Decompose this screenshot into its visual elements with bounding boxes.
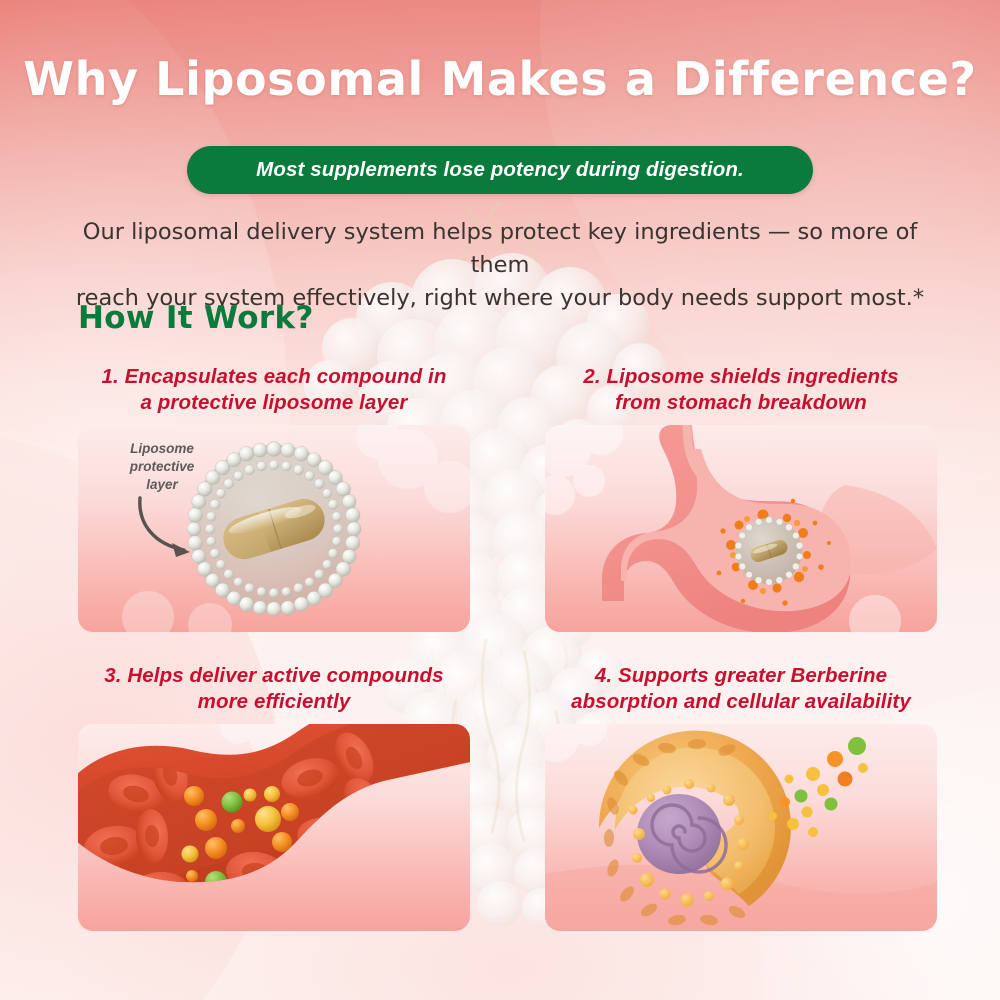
annotation-line-3: layer bbox=[146, 477, 178, 492]
status-banner: Most supplements lose potency during dig… bbox=[187, 146, 813, 194]
step-2-heading: 2. Liposome shields ingredients from sto… bbox=[545, 364, 937, 416]
liposome-capsule-icon bbox=[122, 425, 470, 632]
step-2-line-2: from stomach breakdown bbox=[615, 391, 867, 414]
liposome-annotation: Liposome protective layer bbox=[110, 440, 214, 494]
intro-line-2: reach your system effectively, right whe… bbox=[75, 285, 925, 311]
step-3-line-2: more efficiently bbox=[197, 690, 351, 713]
annotation-line-1: Liposome bbox=[130, 441, 194, 456]
step-4-line-2: absorption and cellular availability bbox=[571, 690, 911, 713]
step-1-line-2: a protective liposome layer bbox=[140, 391, 408, 414]
blood-vessel-icon bbox=[78, 724, 470, 883]
step-1-line-1: 1. Encapsulates each compound in bbox=[101, 365, 447, 388]
annotation-arrow-icon bbox=[138, 496, 190, 557]
annotation-line-2: protective bbox=[129, 459, 195, 474]
step-4-illustration-panel bbox=[545, 724, 937, 931]
page-title: Why Liposomal Makes a Difference? bbox=[23, 52, 977, 106]
intro-line-1: Our liposomal delivery system helps prot… bbox=[82, 219, 918, 278]
step-3-illustration-panel bbox=[78, 724, 470, 931]
intro-paragraph: Our liposomal delivery system helps prot… bbox=[50, 216, 950, 315]
step-1-illustration-panel bbox=[78, 425, 470, 632]
step-3-heading: 3. Helps deliver active compounds more e… bbox=[78, 663, 470, 715]
step-4-heading: 4. Supports greater Berberine absorption… bbox=[545, 663, 937, 715]
step-3-line-1: 3. Helps deliver active compounds bbox=[104, 664, 444, 687]
banner-label: Most supplements lose potency during dig… bbox=[256, 158, 744, 181]
step-1-heading: 1. Encapsulates each compound in a prote… bbox=[78, 364, 470, 416]
step-2-illustration-panel bbox=[545, 425, 937, 632]
section-heading: How It Work? bbox=[78, 300, 314, 336]
stomach-liposome-icon bbox=[545, 425, 937, 632]
cell-absorption-icon bbox=[545, 724, 937, 931]
step-2-line-1: 2. Liposome shields ingredients bbox=[583, 365, 899, 388]
step-4-line-1: 4. Supports greater Berberine bbox=[594, 664, 888, 687]
